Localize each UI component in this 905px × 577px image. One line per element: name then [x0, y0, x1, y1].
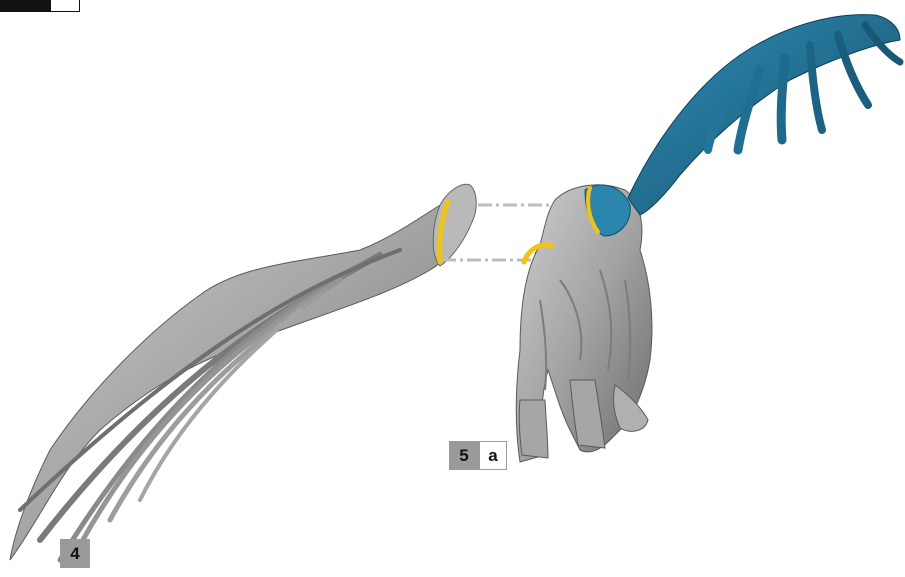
griffin-body	[516, 185, 652, 462]
blue-wing-membrane	[628, 15, 900, 215]
front-leg-left	[519, 400, 548, 458]
blue-feather-2	[781, 58, 785, 140]
detached-wing	[10, 184, 476, 560]
part-label-4-number: 4	[60, 539, 90, 568]
part-label-5a: 5 a	[449, 441, 507, 470]
part-label-5a-number: 5	[449, 441, 479, 470]
wing-membrane	[10, 190, 470, 560]
attached-wing	[628, 15, 900, 215]
part-label-5a-letter: a	[479, 441, 507, 470]
part-label-4: 4	[60, 539, 90, 568]
